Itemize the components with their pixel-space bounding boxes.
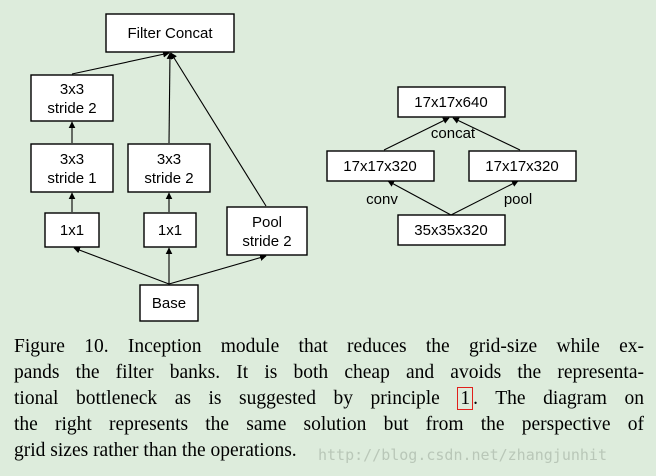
edge-35-to-17-left <box>387 180 452 216</box>
principle-reference-link[interactable]: 1 <box>457 387 474 410</box>
caption-line-3-start: tional bottleneck as is suggested by pri… <box>14 388 458 409</box>
node-1x1-mid: 1x1 <box>143 212 197 248</box>
node-17x17x320-right: 17x17x320 <box>468 150 577 182</box>
edge-label-pool: pool <box>504 191 532 208</box>
left-diagram-edges <box>68 51 267 285</box>
node-3x3-stride2-left: 3x3 stride 2 <box>30 74 114 122</box>
node-35x35x320-label: 35x35x320 <box>414 222 487 239</box>
edge-3x3-s2a-to-concat <box>71 51 170 75</box>
caption-line-2: pands the filter banks. It is both cheap… <box>14 362 644 383</box>
node-3x3-stride1: 3x3 stride 1 <box>30 143 114 193</box>
node-17x17x640-label: 17x17x640 <box>414 94 487 111</box>
node-base-label: Base <box>152 295 186 312</box>
node-3x3-stride2-mid-line1: 3x3 <box>157 151 181 168</box>
edge-base-to-pool <box>168 254 267 285</box>
figure-caption: Figure 10. Inception module that reduces… <box>14 334 644 464</box>
caption-line-3-end: . The diagram on <box>473 388 644 409</box>
node-17x17x320-left: 17x17x320 <box>326 150 435 182</box>
node-pool-stride2-line2: stride 2 <box>242 233 291 250</box>
node-filter-concat: Filter Concat <box>105 13 235 53</box>
edge-3x3-s2b-to-concat <box>166 52 174 144</box>
node-17x17x640: 17x17x640 <box>397 86 506 118</box>
watermark-text: http://blog.csdn.net/zhangjunhit <box>318 446 607 464</box>
node-17x17x320-left-label: 17x17x320 <box>343 158 416 175</box>
node-3x3-stride2-mid-line2: stride 2 <box>144 170 193 187</box>
right-diagram-edges <box>383 117 521 216</box>
node-35x35x320: 35x35x320 <box>397 214 506 246</box>
diagram-canvas: Filter Concat 3x3 stride 2 3x3 stride 1 … <box>30 13 577 322</box>
edge-pool-to-concat <box>170 52 267 207</box>
caption-line-3: tional bottleneck as is suggested by pri… <box>14 386 644 412</box>
node-1x1-mid-label: 1x1 <box>158 222 182 239</box>
node-pool-stride2: Pool stride 2 <box>226 206 308 256</box>
edge-label-concat: concat <box>431 125 476 142</box>
node-1x1-left: 1x1 <box>44 212 100 248</box>
caption-line-1: Figure 10. Inception module that reduces… <box>14 336 644 357</box>
node-filter-concat-label: Filter Concat <box>127 25 213 42</box>
node-3x3-stride1-line2: stride 1 <box>47 170 96 187</box>
node-3x3-stride1-line1: 3x3 <box>60 151 84 168</box>
edge-17-right-to-640 <box>452 117 521 151</box>
caption-line-4: the right represents the same solution b… <box>14 414 644 435</box>
node-base: Base <box>139 284 199 322</box>
node-1x1-left-label: 1x1 <box>60 222 84 239</box>
edge-35-to-17-right <box>450 180 519 216</box>
node-3x3-stride2-left-line2: stride 2 <box>47 100 96 117</box>
node-3x3-stride2-mid: 3x3 stride 2 <box>127 143 211 193</box>
edge-base-to-1x1-left <box>73 247 170 285</box>
node-17x17x320-right-label: 17x17x320 <box>485 158 558 175</box>
edge-label-conv: conv <box>366 191 398 208</box>
node-pool-stride2-line1: Pool <box>252 214 282 231</box>
node-3x3-stride2-left-line1: 3x3 <box>60 81 84 98</box>
caption-line-5: grid sizes rather than the operations. <box>14 440 297 461</box>
edge-17-left-to-640 <box>383 117 450 151</box>
